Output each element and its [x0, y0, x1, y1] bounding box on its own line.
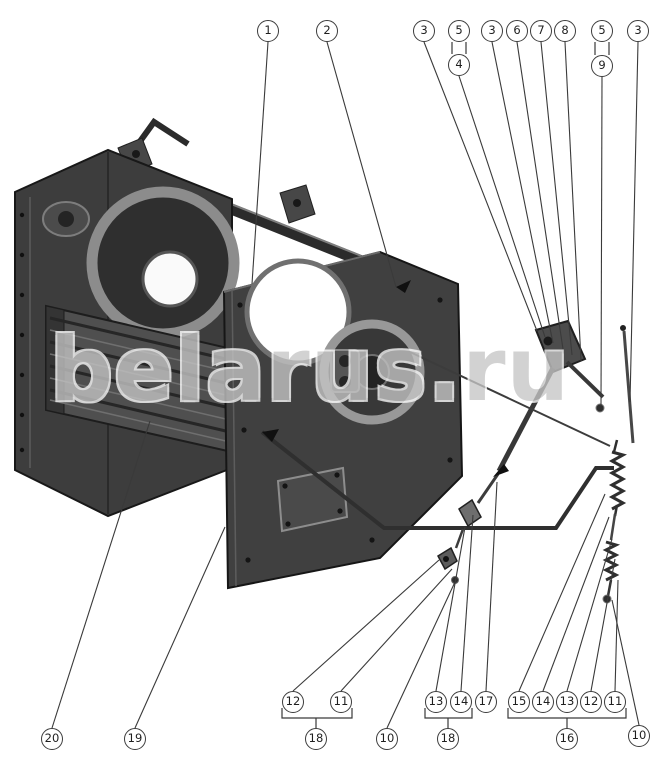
front-panel — [222, 250, 464, 590]
leader-lines — [51, 41, 640, 729]
tension-linkage — [409, 319, 635, 604]
adjuster-parts — [437, 473, 500, 584]
direction-arrows — [396, 280, 509, 477]
callout-brackets — [281, 42, 627, 728]
curtain-control-rod — [260, 429, 614, 530]
